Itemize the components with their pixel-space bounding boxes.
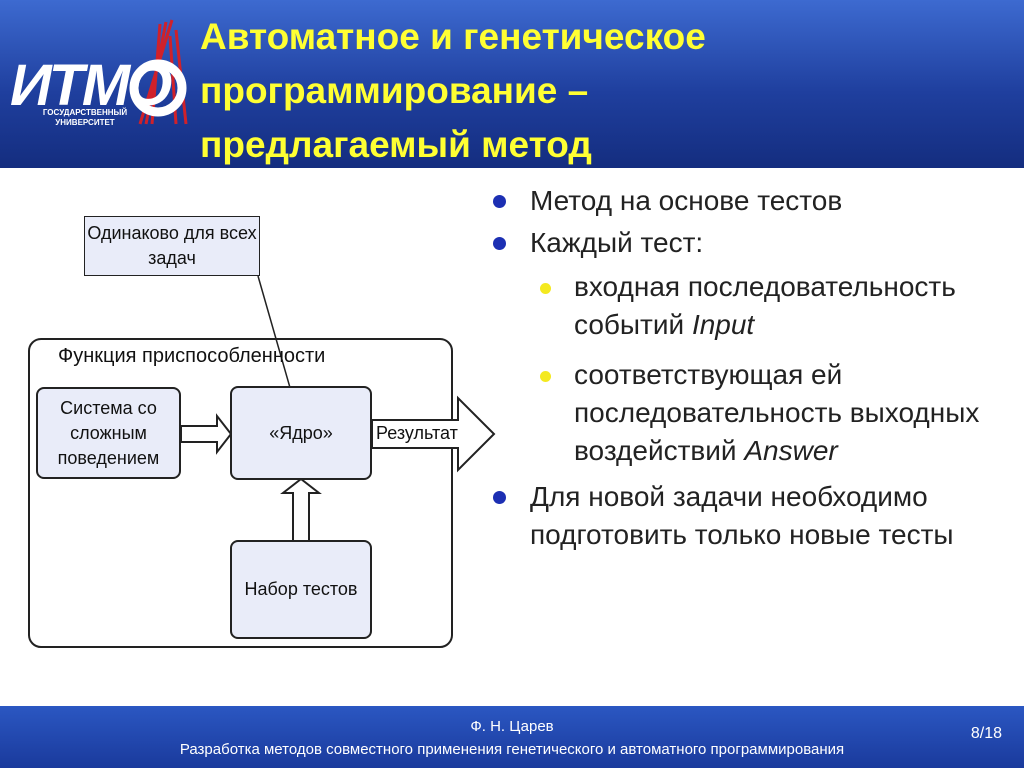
logo-graphic [129,19,188,125]
page-number: 8/18 [970,725,1002,742]
bullet-text: Каждый тест: [530,227,704,258]
bullet-text: Метод на основе тестов [530,185,843,216]
system-box: Система со сложным поведением [36,387,181,479]
fitness-function-label: Функция приспособленности [58,345,326,367]
arrow-result [371,395,496,473]
bullet-text: входная последовательность событий [574,271,956,340]
bullet-item: Каждый тест: [490,224,1015,262]
same-for-all-box: Одинаково для всех задач [84,216,260,276]
bullet-dot-icon [493,237,506,250]
itmo-logo: ИТМО ГОСУДАРСТВЕННЫЙ УНИВЕРСИТЕТ [0,0,200,168]
sub-bullet-item: соответствующая ей последовательность вы… [490,356,1015,470]
bullet-item: Метод на основе тестов [490,182,1015,220]
title-line: программирование – [200,70,589,111]
core-box: «Ядро» [230,386,372,480]
sub-bullet-dot-icon [540,371,551,382]
bullet-italic: Answer [744,435,838,466]
bullet-italic: Input [691,309,755,340]
tests-box: Набор тестов [230,540,372,639]
bullet-text: соответствующая ей последовательность вы… [574,359,980,466]
bullet-dot-icon [493,491,506,504]
header: ИТМО ГОСУДАРСТВЕННЫЙ УНИВЕРСИТЕТ Автомат… [0,0,1024,168]
title-line: предлагаемый метод [200,124,592,165]
bullet-dot-icon [493,195,506,208]
bullet-list: Метод на основе тестов Каждый тест: вход… [490,182,1015,558]
bullet-text: Для новой задачи необходимо подготовить … [530,481,954,550]
arrow-tests-to-core [280,477,322,542]
bullet-item: Для новой задачи необходимо подготовить … [490,478,1015,554]
slide-title: Автоматное и генетическое программирован… [200,10,1000,172]
title-line: Автоматное и генетическое [200,16,706,57]
footer-subtitle: Разработка методов совместного применени… [179,741,845,758]
diagram-shapes [28,275,496,648]
footer-author: Ф. Н. Царев [470,718,554,735]
sub-bullet-item: входная последовательность событий Input [490,268,1015,344]
arrow-system-to-core [180,413,233,455]
logo-text: ИТМО [10,53,172,118]
result-label: Результат [376,423,458,443]
logo-subtitle: ГОСУДАРСТВЕННЫЙ УНИВЕРСИТЕТ [42,108,128,127]
fitness-frame [28,338,453,648]
sub-bullet-dot-icon [540,283,551,294]
footer: Ф. Н. Царев Разработка методов совместно… [0,706,1024,768]
